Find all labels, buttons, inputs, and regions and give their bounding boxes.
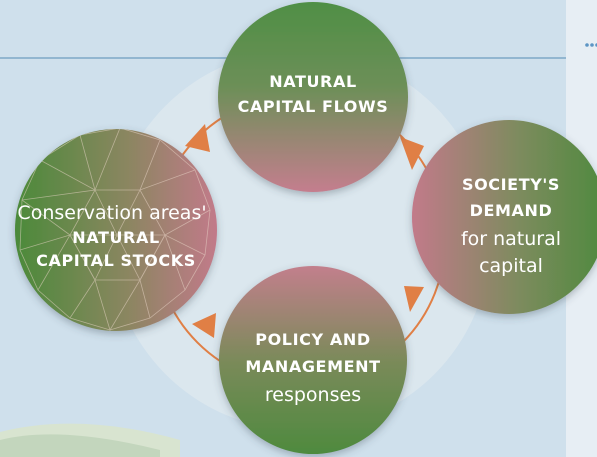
policy-bold-line-1: MANAGEMENT (245, 357, 380, 376)
demand-bold-line-1: DEMAND (470, 201, 553, 220)
demand-light-line-1: capital (479, 255, 543, 277)
policy-light-line-0: responses (265, 384, 361, 406)
stocks-bold-line-1: CAPITAL STOCKS (36, 251, 196, 270)
arrow-demand-to-policy-icon (404, 286, 424, 312)
demand-bold-line-0: SOCIETY'S (462, 175, 560, 194)
bottom-left-hill-inner (0, 434, 160, 457)
flows-line-1: CAPITAL FLOWS (238, 97, 389, 116)
node-policy-management: POLICY AND MANAGEMENT responses (219, 266, 407, 454)
stocks-light-line-0: Conservation areas' (17, 202, 206, 224)
node-societys-demand: SOCIETY'S DEMAND for natural capital (412, 120, 597, 314)
node-natural-capital-flows: NATURAL CAPITAL FLOWS (218, 2, 408, 192)
arrow-policy-to-stocks-icon (192, 313, 216, 338)
geometric-pattern (19, 129, 211, 331)
demand-light-line-0: for natural (461, 228, 561, 250)
node-natural-capital-stocks: Conservation areas' NATURAL CAPITAL STOC… (15, 129, 217, 331)
policy-bold-line-0: POLICY AND (255, 330, 370, 349)
stocks-bold-line-0: NATURAL (72, 228, 160, 247)
flows-line-0: NATURAL (269, 72, 357, 91)
arrow-flows-to-demand-icon (400, 137, 424, 170)
arrow-stocks-to-flows-icon (185, 124, 210, 152)
